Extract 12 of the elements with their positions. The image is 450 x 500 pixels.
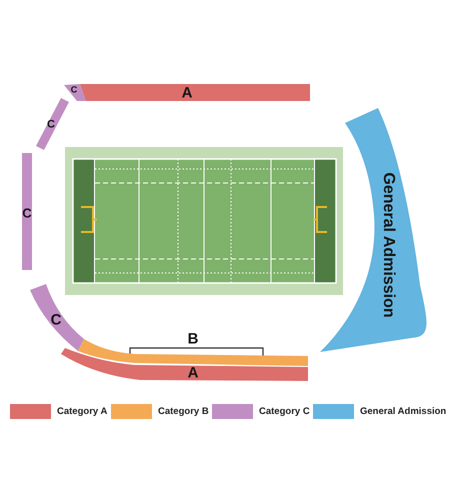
legend-label: Category C [259, 407, 310, 416]
section-label: C [47, 120, 55, 130]
section-label: A [182, 86, 192, 100]
legend-label: Category A [57, 407, 108, 416]
legend-label: General Admission [360, 407, 446, 416]
section-label: C [22, 206, 32, 220]
section-label: C [50, 312, 62, 328]
section-label: A [188, 366, 198, 380]
section-label: General Admission [380, 172, 396, 318]
section-label: B [188, 332, 198, 346]
legend-label: Category B [158, 407, 209, 416]
section-label: C [70, 86, 78, 94]
